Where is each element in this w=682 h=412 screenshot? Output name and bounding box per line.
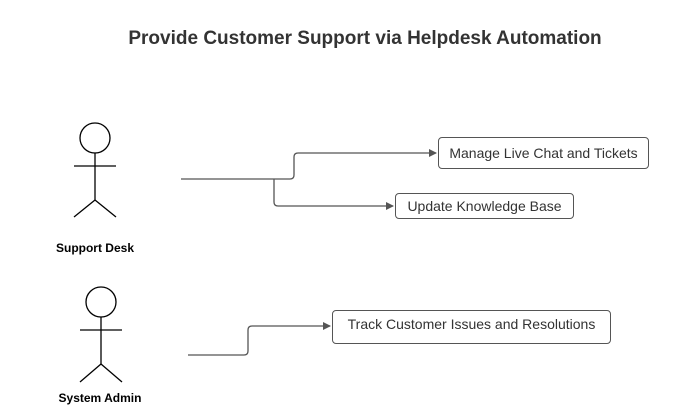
actor-head <box>79 122 111 154</box>
usecase-track-customer-issues-and-resolutions: Track Customer Issues and Resolutions <box>332 310 611 344</box>
actor-right-leg <box>94 199 117 218</box>
connector-to-track-issues <box>188 322 331 356</box>
actor-left-leg <box>73 199 96 218</box>
actor-left-leg <box>79 363 102 383</box>
connector-to-manage-live-chat <box>274 149 437 180</box>
connector-to-update-knowledge-base <box>273 179 394 210</box>
actor-system-admin-figure <box>79 286 123 383</box>
actor-label-support-desk: Support Desk <box>55 241 134 255</box>
usecase-manage-live-chat-and-tickets: Manage Live Chat and Tickets <box>438 137 649 169</box>
actor-right-leg <box>100 363 123 383</box>
diagram-title: Provide Customer Support via Helpdesk Au… <box>128 28 602 49</box>
usecase-update-knowledge-base: Update Knowledge Base <box>395 193 574 219</box>
actor-head <box>85 286 117 318</box>
actor-support-desk-figure <box>73 122 117 218</box>
actor-label-system-admin: System Admin <box>58 391 142 405</box>
